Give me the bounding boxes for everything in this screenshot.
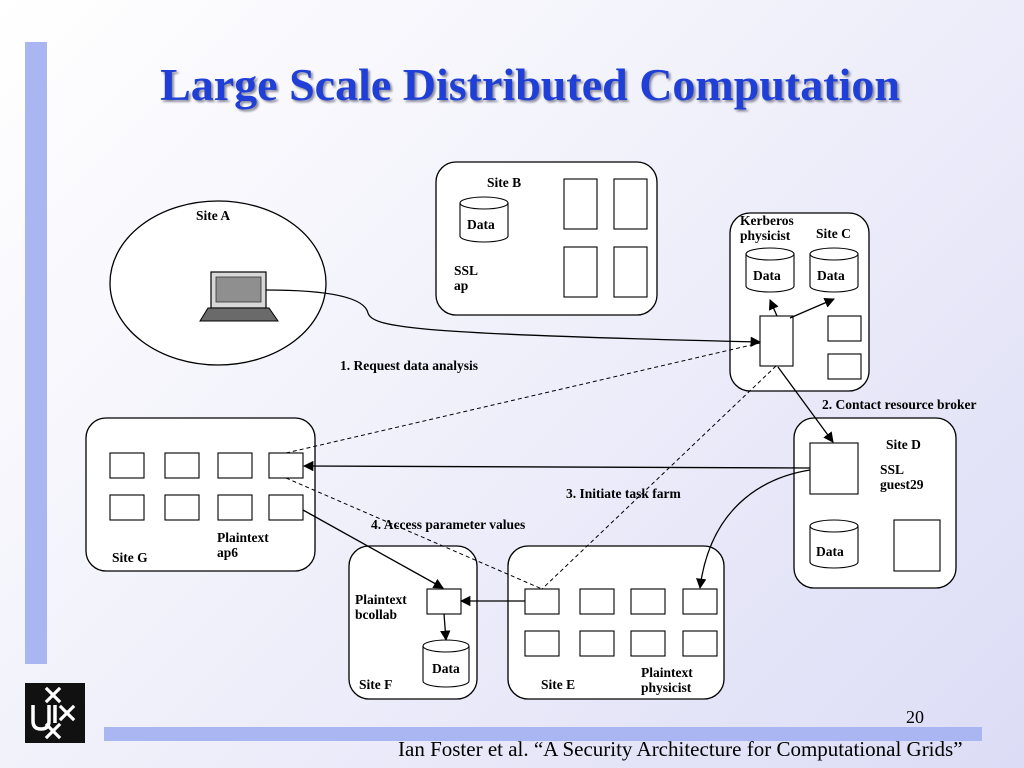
site-g-node <box>217 494 253 521</box>
site-c-data2-label: Data <box>817 268 845 283</box>
site-c-node <box>827 315 862 342</box>
site-b-label: Site B <box>487 175 521 190</box>
site-e-node <box>630 630 666 657</box>
site-f-auth-line1: Plaintext <box>355 592 407 607</box>
site-c-label: Site C <box>816 226 851 241</box>
site-c-database-1 <box>745 247 795 293</box>
site-d-label: Site D <box>886 437 921 452</box>
site-g-node <box>109 452 145 479</box>
site-e-auth-line1: Plaintext <box>641 665 693 680</box>
data-arrow <box>440 613 451 642</box>
site-f-label: Site F <box>359 677 392 692</box>
site-e-node <box>579 630 615 657</box>
site-e-node <box>682 630 718 657</box>
task-farm-arrow-e <box>696 469 811 590</box>
site-g-label: Site G <box>112 550 148 565</box>
citation: Ian Foster et al. “A Security Architectu… <box>398 737 963 761</box>
site-b-node <box>563 178 598 230</box>
broker-arrow <box>777 366 834 443</box>
site-e-boundary <box>507 545 725 700</box>
site-c-broker-node <box>759 315 794 367</box>
site-b-node <box>563 246 598 298</box>
site-b-node <box>613 246 648 298</box>
bottom-accent-bar <box>104 727 982 741</box>
data-arrow <box>768 299 779 317</box>
site-c-auth-line2: physicist <box>740 228 791 243</box>
site-c-data1-label: Data <box>753 268 781 283</box>
site-b-database <box>459 196 509 243</box>
task-farm-arrow-g <box>302 460 811 472</box>
site-e-label: Site E <box>541 677 575 692</box>
data-arrow <box>789 297 835 319</box>
request-arrow <box>265 289 762 347</box>
site-f-database <box>422 639 470 688</box>
site-b-auth-line2: ap <box>454 278 468 293</box>
site-b-data-label: Data <box>467 217 495 232</box>
site-g-node <box>217 452 253 479</box>
site-e-node <box>524 588 560 615</box>
site-f-auth-line2: bcollab <box>355 607 397 622</box>
site-f-node <box>426 588 462 615</box>
site-g-auth-line2: ap6 <box>217 545 238 560</box>
step-4-label: 4. Access parameter values <box>371 517 525 532</box>
site-e-node <box>524 630 560 657</box>
site-c-auth-line1: Kerberos <box>740 213 794 228</box>
site-b-auth-line1: SSL <box>454 263 478 278</box>
site-d-node <box>893 519 941 572</box>
left-accent-bar <box>25 42 47 664</box>
laptop-icon <box>199 271 279 322</box>
step-2-label: 2. Contact resource broker <box>822 397 976 412</box>
site-g-node <box>109 494 145 521</box>
step-3-label: 3. Initiate task farm <box>566 486 681 501</box>
slide-title: Large Scale Distributed Computation <box>160 59 900 110</box>
site-e-node <box>682 588 718 615</box>
site-d-auth-line1: SSL <box>880 462 904 477</box>
step-1-label: 1. Request data analysis <box>340 358 478 373</box>
site-g-node <box>164 452 200 479</box>
site-d-broker-node <box>809 442 859 495</box>
dashed-link <box>285 477 543 590</box>
site-d-auth-line2: guest29 <box>880 477 924 492</box>
site-g-node <box>268 494 304 521</box>
page-number: 20 <box>906 707 924 727</box>
site-g-auth-line1: Plaintext <box>217 530 269 545</box>
university-logo <box>25 683 85 743</box>
site-b-node <box>613 178 648 230</box>
site-g-target-node <box>268 452 304 479</box>
site-e-auth-line2: physicist <box>641 680 692 695</box>
site-e-node <box>630 588 666 615</box>
site-g-node <box>164 494 200 521</box>
parameter-arrow-g <box>302 509 444 589</box>
site-c-node <box>827 353 862 380</box>
site-d-data-label: Data <box>816 544 844 559</box>
site-e-node <box>579 588 615 615</box>
site-c-database-2 <box>809 247 859 293</box>
dashed-link <box>541 365 777 590</box>
site-f-data-label: Data <box>432 661 460 676</box>
site-a-label: Site A <box>196 208 230 223</box>
site-d-database <box>809 519 859 569</box>
